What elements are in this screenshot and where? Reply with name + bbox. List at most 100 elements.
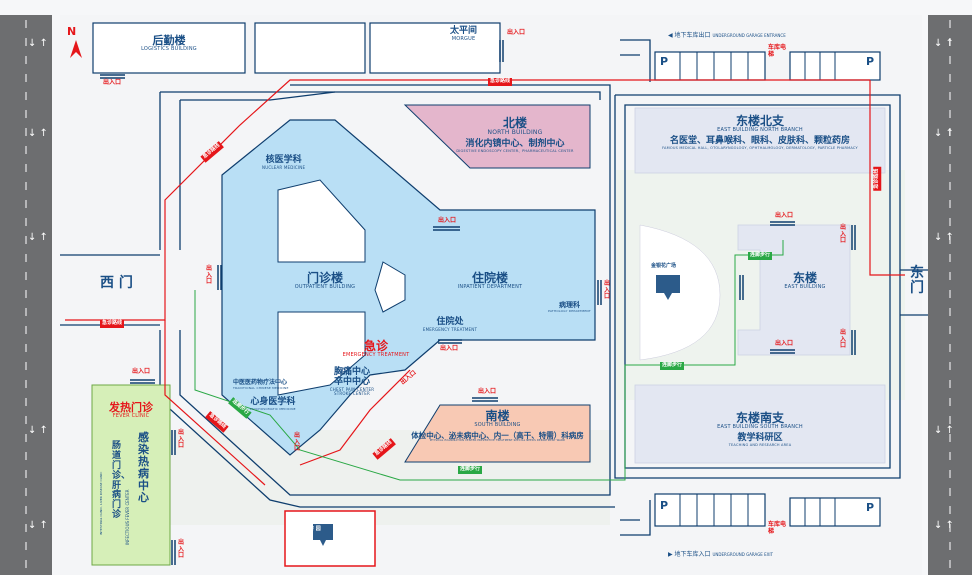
fever-center-en: INFECTIOUS FEVER CENTER: [125, 489, 130, 545]
morgue-building[interactable]: 太平间 MORGUE: [450, 26, 478, 42]
entrance-label: 出入口: [775, 212, 794, 219]
entrance-label: 出入口: [206, 265, 213, 286]
lane-arrows-icon: ↓ ↑: [934, 520, 954, 531]
east-north-branch[interactable]: 东楼北支 EAST BUILDING NORTH BRANCH 名医堂、耳鼻喉科…: [635, 114, 885, 150]
entrance-label: 出入口: [840, 224, 847, 245]
emergency-building[interactable]: 急诊 EMERGENCY TREATMENT: [340, 339, 412, 359]
outpatient-building[interactable]: 门诊楼 OUTPATIENT BUILDING: [285, 271, 365, 291]
entrance-label: 出入口: [775, 340, 794, 347]
east-south-branch[interactable]: 东楼南支 EAST BUILDING SOUTH BRANCH 教学科研区 TE…: [635, 411, 885, 447]
walkway-tag: 连廊步行: [458, 466, 483, 474]
garage-exit-zh: 地下车库出口: [674, 32, 711, 39]
north-arrow: [70, 40, 82, 58]
inpatient-en: INPATIENT DEPARTMENT: [457, 284, 523, 291]
walkway-tag: 连廊步行: [748, 252, 773, 260]
entrance-label: 出入口: [178, 429, 185, 450]
north-en: NORTH BUILDING: [487, 129, 543, 137]
pathology-dept[interactable]: 病理科 PATHOLOGY DEPARTMENT: [548, 301, 591, 313]
nuclear-medicine[interactable]: 核医学科 NUCLEAR MEDICINE: [262, 155, 306, 170]
entrance-label: 出入口: [840, 329, 847, 350]
garage-exit-label: ◀ 地下车库出口 UNDERGROUND GARAGE ENTRANCE: [668, 32, 786, 39]
outpatient-zh: 门诊楼: [306, 271, 343, 285]
east-zh: 东楼: [792, 271, 817, 285]
entrance-label: 出入口: [294, 432, 301, 453]
road-network: [60, 39, 928, 536]
north-dept-zh: 消化内镜中心、制剂中心: [465, 138, 565, 149]
east-south-en: EAST BUILDING SOUTH BRANCH: [717, 424, 803, 431]
east-building[interactable]: 东楼 EAST BUILDING: [770, 271, 840, 291]
garage-elevator-south: 车库电梯: [768, 521, 787, 535]
admission-office[interactable]: 住院处 EMERGENCY TREATMENT: [420, 317, 480, 332]
east-north-shape: [634, 107, 886, 174]
lane-arrows-icon: ↓ ↑: [934, 232, 954, 243]
parking-icon: P: [660, 55, 669, 68]
plaza-pin-icon: [656, 275, 680, 293]
entrance-label: 出入口: [438, 217, 457, 224]
entrance-label: 出入口: [178, 539, 185, 560]
psychosomatic-dept[interactable]: 心身医学科 PSYCHOSOMATIC MEDICINE: [250, 397, 296, 411]
walkway-tag: 连廊步行: [660, 362, 685, 370]
east-south-shape: [634, 384, 886, 464]
north-building-shape: [403, 104, 591, 169]
fever-sub-zh: 肠道门诊、肝病门诊: [112, 441, 131, 521]
parking-icon: P: [866, 501, 875, 514]
south-dept-en: PHYSICAL EXAMINATION CENTER·PREVENTIVE T…: [429, 438, 566, 442]
lane-arrows-icon: ↓ ↑: [28, 128, 48, 139]
pathology-zh: 病理科: [558, 301, 580, 309]
logistics-en: LOGISTICS BUILDING: [141, 46, 197, 53]
morgue-zh: 太平间: [450, 26, 478, 36]
garage-exit-en: UNDERGROUND GARAGE ENTRANCE: [712, 33, 786, 38]
lane-arrows-icon: ↓ ↑: [28, 38, 48, 49]
plaza-label[interactable]: 金银花广场: [651, 263, 677, 269]
location-pin-icon: [313, 524, 333, 540]
parking-icon: P: [866, 55, 875, 68]
entrance-label: 出入口: [103, 79, 122, 86]
north-building[interactable]: 北楼 NORTH BUILDING 消化内镜中心、制剂中心 DIGESTIVE …: [440, 116, 590, 154]
lane-arrows-icon: ↓ ↑: [934, 38, 954, 49]
logistics-building[interactable]: 后勤楼 LOGISTICS BUILDING: [93, 34, 245, 53]
emergency-route-tag: 急诊路线: [100, 320, 125, 328]
garage-elevator-north: 车库电梯: [768, 44, 787, 58]
east-gate[interactable]: 东 门: [910, 265, 924, 297]
north-zh: 北楼: [502, 116, 527, 130]
tcm-zh: 中医医药物疗法中心: [233, 379, 288, 386]
garage-entrance-en: UNDERGROUND GARAGE EXIT: [712, 552, 773, 557]
entrance-marks: [100, 40, 856, 565]
nuclear-zh: 核医学科: [265, 155, 302, 165]
emergency-route-tag: 急诊路线: [873, 166, 881, 191]
east-north-dept-zh: 名医堂、耳鼻喉科、眼科、皮肤科、颗粒药房: [669, 135, 850, 146]
fever-zh: 发热门诊: [109, 401, 153, 414]
east-north-zh: 东楼北支: [735, 114, 784, 128]
tcm-center[interactable]: 中医医药物疗法中心 TRADITIONAL CHINESE MEDICINE: [233, 379, 289, 390]
chest-pain-center[interactable]: 胸痛中心 卒中中心 CHEST PAIN CENTER STROKE CENTE…: [322, 367, 382, 397]
emergency-route-line: [65, 79, 905, 486]
admission-en: EMERGENCY TREATMENT: [422, 326, 478, 332]
outpatient-en: OUTPATIENT BUILDING: [294, 284, 356, 291]
entrance-label: 出入口: [507, 29, 526, 36]
fever-sub-en: INTESTINAL CLINIC, LIVER DISEASE CLINIC: [99, 471, 103, 535]
fever-center-zh: 感染热病中心: [138, 431, 149, 505]
south-building[interactable]: 南楼 SOUTH BUILDING 体检中心、泌未病中心、内一（高干、特需）科病…: [405, 409, 590, 443]
entrance-label: 出入口: [132, 368, 151, 375]
morgue-shape: [369, 22, 501, 74]
lane-arrows-icon: ↓ ↑: [934, 425, 954, 436]
fever-clinic[interactable]: 发热门诊 FEVER CLINIC: [92, 401, 170, 420]
fever-en: FEVER CLINIC: [112, 413, 150, 420]
west-gate[interactable]: 西 门: [100, 275, 133, 291]
entrance-label: 出入口: [440, 345, 459, 352]
garage-entrance-label: ▶ 地下车库入口 UNDERGROUND GARAGE EXIT: [668, 551, 773, 558]
lane-arrows-icon: ↓ ↑: [28, 520, 48, 531]
chest-pain-zh: 胸痛中心: [333, 367, 370, 377]
stroke-en: STROKE CENTER: [334, 391, 370, 397]
admission-zh: 住院处: [436, 317, 464, 327]
south-zh: 南楼: [485, 409, 510, 423]
inpatient-building[interactable]: 住院楼 INPATIENT DEPARTMENT: [440, 271, 540, 291]
nuclear-en: NUCLEAR MEDICINE: [262, 164, 306, 170]
tcm-en: TRADITIONAL CHINESE MEDICINE: [233, 385, 289, 390]
entrance-label: 出入口: [604, 280, 611, 301]
lane-arrows-icon: ↓ ↑: [28, 232, 48, 243]
psycho-zh: 心身医学科: [250, 397, 296, 407]
psycho-en: PSYCHOSOMATIC MEDICINE: [250, 406, 296, 411]
